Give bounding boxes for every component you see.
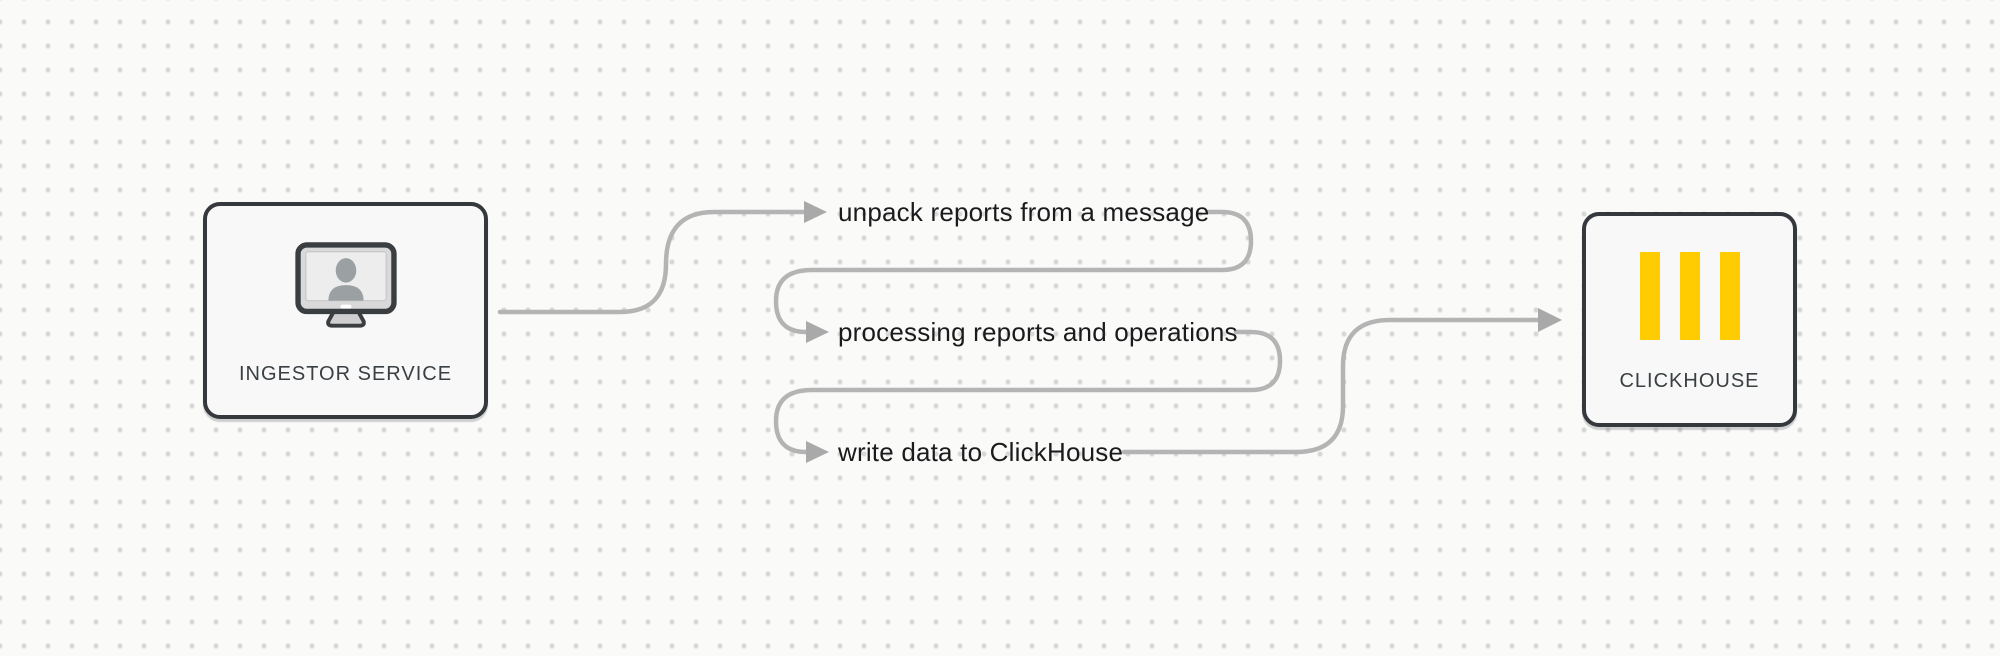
arrowhead-step3-icon xyxy=(806,441,829,463)
monitor-user-icon xyxy=(294,242,397,328)
step-label-write: write data to ClickHouse xyxy=(838,437,1124,467)
connector-step1-to-step2 xyxy=(773,209,1254,335)
connector-step3-to-clickhouse xyxy=(1121,317,1541,455)
step-label-processing: processing reports and operations xyxy=(838,317,1238,347)
arrowhead-clickhouse-icon xyxy=(1538,308,1562,332)
node-ingestor-service: INGESTOR SERVICE xyxy=(203,202,488,419)
node-clickhouse: CLICKHOUSE xyxy=(1582,212,1797,427)
clickhouse-logo-icon xyxy=(1639,252,1740,340)
arrowhead-step1-icon xyxy=(804,201,827,223)
connector-ingestor-to-step1 xyxy=(497,209,807,315)
user-silhouette-icon xyxy=(327,258,364,301)
node-label-ingestor-service: INGESTOR SERVICE xyxy=(238,363,453,385)
step-label-unpack: unpack reports from a message xyxy=(838,197,1210,227)
connector-step2-to-step3 xyxy=(773,329,1283,455)
arrowhead-step2-icon xyxy=(806,321,829,343)
node-label-clickhouse: CLICKHOUSE xyxy=(1619,370,1760,392)
